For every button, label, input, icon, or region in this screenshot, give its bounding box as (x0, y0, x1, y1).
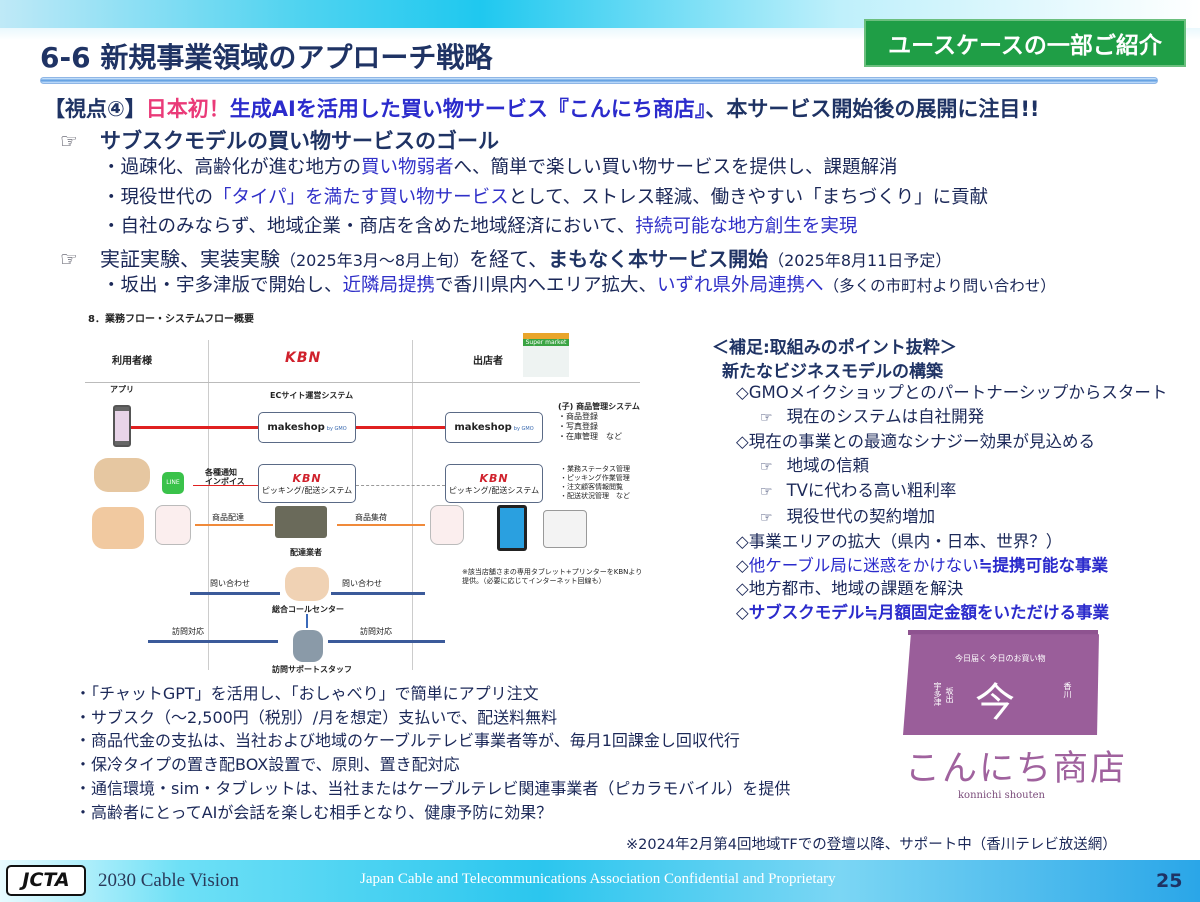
section2-title: ☞実証実験、実装実験（2025年3月～8月上旬）を経て、まもなく本サービス開始（… (60, 247, 952, 271)
elderly-users-icon (94, 458, 150, 492)
jcta-logo: JCTA (6, 865, 86, 896)
kbn-logo: KBN (285, 350, 322, 366)
tablet-icon (497, 505, 527, 551)
headline: 【視点④】日本初！生成AIを活用した買い物サービス『こんにち商店』、本サービス開… (44, 97, 1040, 121)
supplement-item: ◇他ケーブル局に迷惑をかけない≒提携可能な事業 (736, 555, 1109, 575)
supplement-heading: ＜補足:取組みのポイント抜粋＞ (712, 338, 957, 358)
pointing-hand-icon: ☞ (760, 509, 773, 526)
supplement-list: ◇GMOメイクショップとのパートナーシップからスタート ☞現在のシステムは自社開発… (736, 381, 1167, 624)
supplement-item: ☞地域の信頼 (760, 455, 870, 475)
feature-bullet: ・サブスク（～2,500円（税別）/月を想定）支払いで、配送料無料 (75, 707, 558, 727)
feature-bullet: ・「チャットGPT」を活用し、「おしゃべり」で簡単にアプリ注文 (75, 684, 539, 703)
call-center-icon (285, 567, 329, 601)
supplement-item: ◇GMOメイクショップとのパートナーシップからスタート (736, 383, 1168, 402)
family-icon (92, 507, 144, 549)
bullet-item: ・自社のみならず、地域企業・商店を含めた地域経済において、持続可能な地方創生を実… (102, 216, 858, 237)
pointing-hand-icon: ☞ (60, 247, 78, 271)
pointing-hand-icon: ☞ (760, 484, 773, 500)
bullet-item: ・現役世代の「タイパ」を満たす買い物サービスとして、ストレス軽減、働きやすい「ま… (102, 186, 989, 208)
usecase-badge: ユースケースの一部ご紹介 (864, 19, 1186, 67)
pointing-hand-icon: ☞ (760, 458, 773, 475)
makeshop-sub-label: by GMO (326, 426, 347, 432)
feature-bullet: ・商品代金の支払は、当社および地域のケーブルテレビ事業者等が、毎月1回課金し回収… (75, 731, 740, 751)
pointing-hand-icon: ☞ (760, 409, 773, 426)
supermarket-icon: Super market (523, 333, 569, 377)
page-title: 6-6 新規事業領域のアプローチ戦略 (40, 41, 493, 74)
truck-icon (275, 506, 327, 538)
supplement-item: ◇事業エリアの拡大（県内・日本、世界？） (736, 532, 1063, 551)
supplement-subheading: 新たなビジネスモデルの構築 (722, 362, 943, 382)
shopping-bag-icon (155, 505, 191, 545)
bullet-item: ・過疎化、高齢化が進む地方の買い物弱者へ、簡単で楽しい買い物サービスを提供し、課… (102, 157, 898, 178)
pointing-hand-icon: ☞ (60, 129, 78, 153)
title-divider (40, 77, 1158, 84)
feature-bullet: ・高齢者にとってAIが会話を楽しむ相手となり、健康予防に効果？ (75, 802, 553, 822)
feature-bullet: ・通信環境・sim・タブレットは、当社またはケーブルテレビ関連事業者（ピカラモバ… (75, 778, 791, 798)
supplement-item: ◇地方都市、地域の課題を解決 (736, 579, 964, 598)
supplement-item: ☞TVに代わる高い粗利率 (760, 481, 957, 500)
footnote: ※2024年2月第4回地域TFでの登壇以降、サポート中（香川テレビ放送網） (626, 837, 1117, 853)
makeshop-sub-label: by GMO (513, 426, 534, 432)
section2-bullets: ・坂出・宇多津版で開始し、近隣局提携で香川県内へエリア拡大、いずれ県外局連携へ（… (102, 272, 1056, 300)
section1-title: ☞サブスクモデルの買い物サービスのゴール (60, 129, 499, 153)
smartphone-icon (113, 405, 131, 447)
section1-bullets: ・過疎化、高齢化が進む地方の買い物弱者へ、簡単で楽しい買い物サービスを提供し、課… (102, 153, 988, 242)
feature-bullets: ・「チャットGPT」を活用し、「おしゃべり」で簡単にアプリ注文・サブスク（～2,… (75, 682, 790, 824)
supplement-item: ◇現在の事業との最適なシナジー効果が見込める (736, 432, 1096, 451)
supplement-item: ◇サブスクモデル≒月額固定金額をいただける事業 (736, 602, 1110, 622)
bullet-item: ・坂出・宇多津版で開始し、近隣局提携で香川県内へエリア拡大、いずれ県外局連携へ（… (102, 275, 1056, 296)
page-number: 25 (1156, 870, 1183, 892)
footer (0, 860, 1200, 902)
printer-icon (543, 510, 587, 548)
supplement-item: ☞現役世代の契約増加 (760, 506, 936, 526)
support-staff-icon (293, 630, 323, 662)
line-app-icon: LINE (162, 472, 184, 494)
feature-bullet: ・保冷タイプの置き配BOX設置で、原則、置き配対応 (75, 755, 460, 775)
supplement-item: ☞現在のシステムは自社開発 (760, 406, 985, 426)
shopping-bag-icon (430, 505, 464, 545)
